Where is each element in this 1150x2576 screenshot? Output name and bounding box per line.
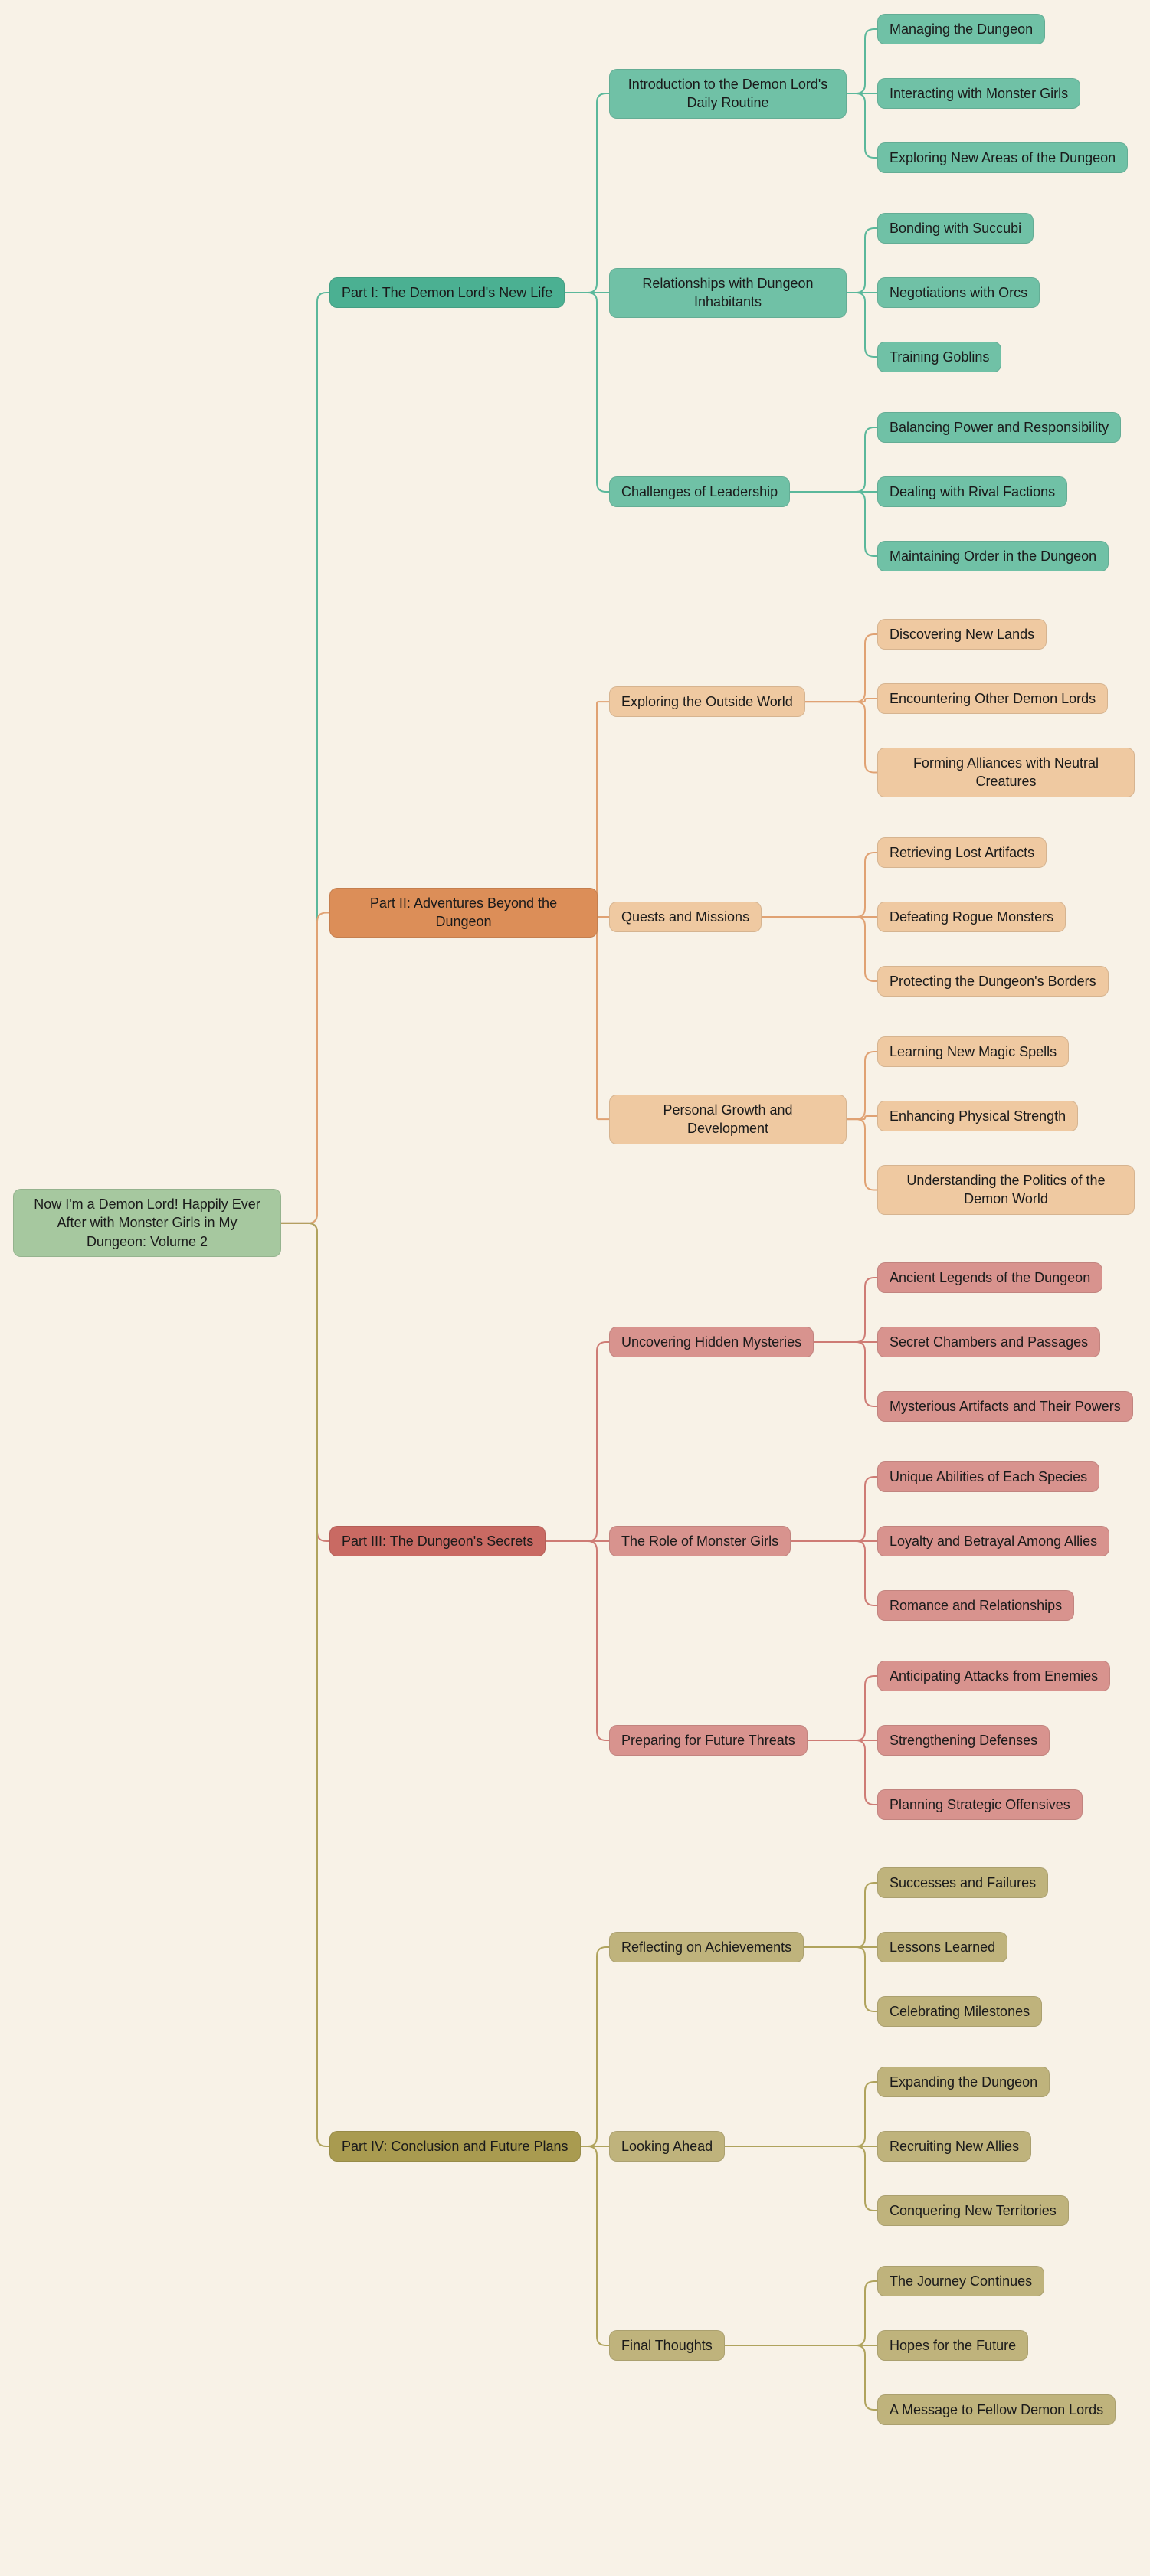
subtopic-node[interactable]: The Journey Continues [877,2266,1045,2297]
topic-node[interactable]: Uncovering Hidden Mysteries [609,1327,814,1358]
subtopic-node[interactable]: Recruiting New Allies [877,2131,1032,2162]
topic-node[interactable]: Relationships with Dungeon Inhabitants [609,268,847,318]
subtopic-node[interactable]: Interacting with Monster Girls [877,78,1081,110]
topic-node[interactable]: Quests and Missions [609,902,762,933]
topic-node[interactable]: The Role of Monster Girls [609,1526,791,1557]
branch-node[interactable]: Part II: Adventures Beyond the Dungeon [329,888,598,938]
topic-node[interactable]: Preparing for Future Threats [609,1725,808,1756]
subtopic-node[interactable]: A Message to Fellow Demon Lords [877,2394,1116,2426]
subtopic-node[interactable]: Enhancing Physical Strength [877,1101,1079,1132]
subtopic-node[interactable]: Defeating Rogue Monsters [877,902,1066,933]
subtopic-node[interactable]: Dealing with Rival Factions [877,476,1068,508]
subtopic-node[interactable]: Negotiations with Orcs [877,277,1040,309]
topic-node[interactable]: Personal Growth and Development [609,1095,847,1144]
subtopic-node[interactable]: Exploring New Areas of the Dungeon [877,142,1129,174]
subtopic-node[interactable]: Celebrating Milestones [877,1996,1043,2028]
subtopic-node[interactable]: Discovering New Lands [877,619,1047,650]
subtopic-node[interactable]: Bonding with Succubi [877,213,1034,244]
subtopic-node[interactable]: Romance and Relationships [877,1590,1075,1622]
subtopic-node[interactable]: Forming Alliances with Neutral Creatures [877,748,1135,797]
subtopic-node[interactable]: Secret Chambers and Passages [877,1327,1101,1358]
subtopic-node[interactable]: Learning New Magic Spells [877,1036,1070,1068]
branch-node[interactable]: Part III: The Dungeon's Secrets [329,1526,546,1557]
topic-node[interactable]: Exploring the Outside World [609,686,805,718]
subtopic-node[interactable]: Protecting the Dungeon's Borders [877,966,1109,997]
subtopic-node[interactable]: Ancient Legends of the Dungeon [877,1262,1103,1294]
subtopic-node[interactable]: Encountering Other Demon Lords [877,683,1109,715]
subtopic-node[interactable]: Loyalty and Betrayal Among Allies [877,1526,1110,1557]
subtopic-node[interactable]: Hopes for the Future [877,2330,1029,2362]
topic-node[interactable]: Challenges of Leadership [609,476,791,508]
subtopic-node[interactable]: Conquering New Territories [877,2195,1069,2227]
subtopic-node[interactable]: Successes and Failures [877,1867,1049,1899]
subtopic-node[interactable]: Retrieving Lost Artifacts [877,837,1047,869]
branch-node[interactable]: Part IV: Conclusion and Future Plans [329,2131,581,2162]
topic-node[interactable]: Final Thoughts [609,2330,725,2362]
subtopic-node[interactable]: Expanding the Dungeon [877,2067,1050,2098]
subtopic-node[interactable]: Balancing Power and Responsibility [877,412,1122,444]
topic-node[interactable]: Looking Ahead [609,2131,726,2162]
subtopic-node[interactable]: Planning Strategic Offensives [877,1789,1083,1821]
subtopic-node[interactable]: Understanding the Politics of the Demon … [877,1165,1135,1215]
subtopic-node[interactable]: Mysterious Artifacts and Their Powers [877,1391,1133,1422]
subtopic-node[interactable]: Lessons Learned [877,1932,1008,1963]
subtopic-node[interactable]: Managing the Dungeon [877,14,1046,45]
subtopic-node[interactable]: Unique Abilities of Each Species [877,1461,1100,1493]
topic-node[interactable]: Introduction to the Demon Lord's Daily R… [609,69,847,119]
topic-node[interactable]: Reflecting on Achievements [609,1932,804,1963]
subtopic-node[interactable]: Strengthening Defenses [877,1725,1050,1756]
root-node[interactable]: Now I'm a Demon Lord! Happily Ever After… [13,1189,281,1257]
branch-node[interactable]: Part I: The Demon Lord's New Life [329,277,565,309]
subtopic-node[interactable]: Training Goblins [877,342,1002,373]
subtopic-node[interactable]: Anticipating Attacks from Enemies [877,1661,1111,1692]
subtopic-node[interactable]: Maintaining Order in the Dungeon [877,541,1109,572]
